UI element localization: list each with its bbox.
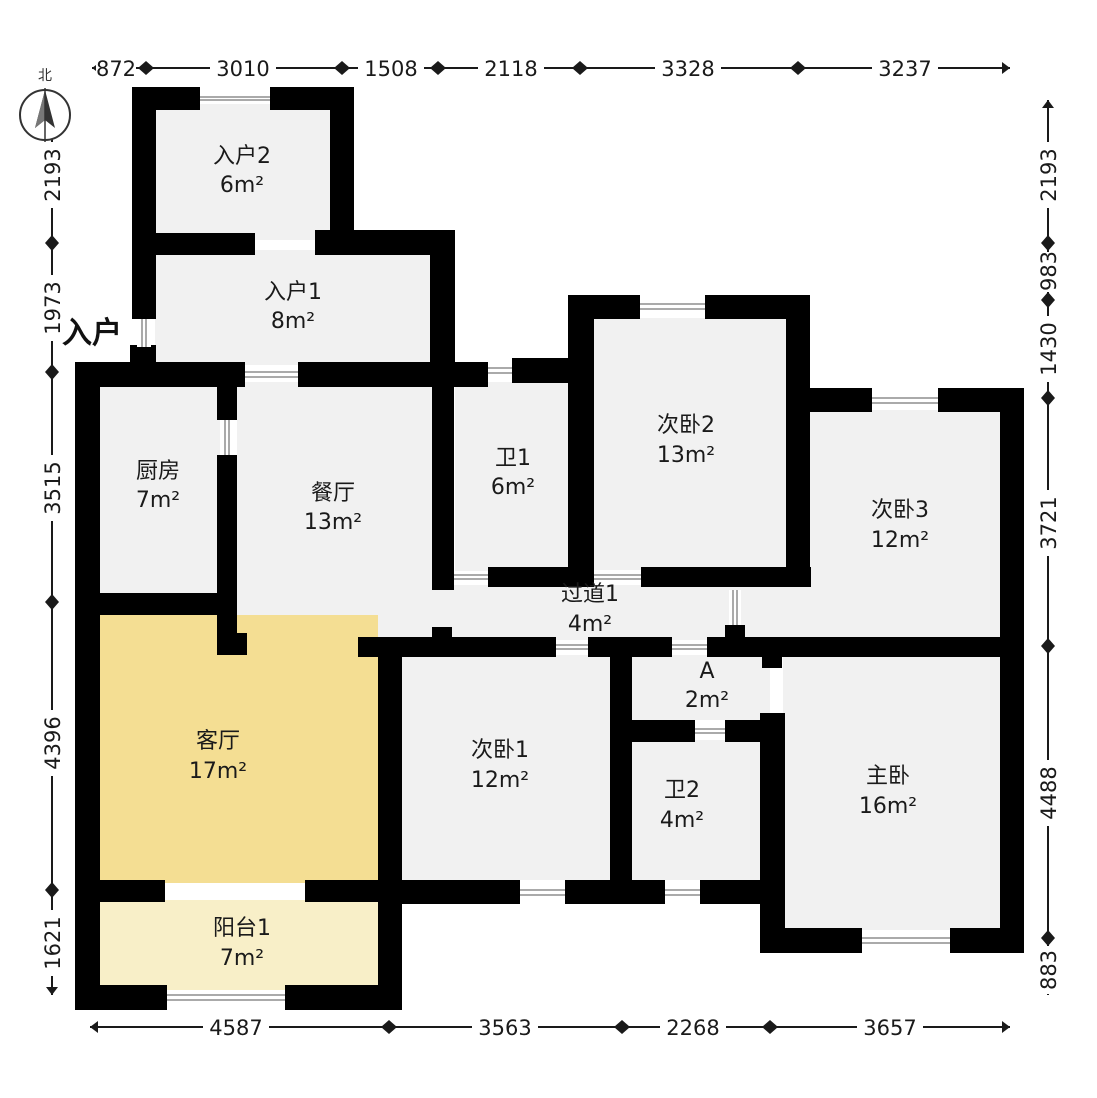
window-bedroom-1 xyxy=(520,886,565,899)
room-area-bedroom-1: 12m² xyxy=(471,768,529,793)
dim-right-5: 883 xyxy=(1037,950,1061,990)
floor-entry-2 xyxy=(155,100,330,240)
dim-right-4: 4488 xyxy=(1037,766,1061,819)
room-name-bedroom-3: 次卧3 xyxy=(871,498,929,523)
window-bedroom-3 xyxy=(872,394,938,407)
room-area-entry-1: 8m² xyxy=(271,309,315,334)
walls xyxy=(75,87,1024,1010)
floor-master xyxy=(783,655,1000,930)
dim-bottom-1: 3563 xyxy=(478,1016,531,1040)
dimensions-right: 2193 983 1430 3721 4488 883 xyxy=(1036,142,1061,994)
floor-kitchen xyxy=(100,382,220,597)
window-balcony xyxy=(167,991,285,1004)
dim-left-2: 3515 xyxy=(41,461,65,514)
room-area-living: 17m² xyxy=(189,759,247,784)
room-area-area-a: 2m² xyxy=(685,688,729,713)
floor-bath-1 xyxy=(455,382,570,572)
dim-top-4: 3328 xyxy=(661,57,714,81)
floor-bedroom-1 xyxy=(400,655,610,880)
door-area-a xyxy=(672,641,707,653)
door-bath-2 xyxy=(695,725,725,737)
north-arrow-icon xyxy=(19,88,71,142)
north-label: 北 xyxy=(38,68,52,84)
dimensions-bottom: 4587 3563 2268 3657 xyxy=(203,1015,923,1040)
dimensions-top: 872 3010 1508 2118 3328 3237 xyxy=(96,56,938,81)
floor-dining xyxy=(237,382,437,650)
room-area-kitchen: 7m² xyxy=(136,488,180,513)
dim-top-5: 3237 xyxy=(878,57,931,81)
floor-balcony xyxy=(100,900,378,990)
room-name-master: 主卧 xyxy=(866,764,910,789)
room-area-entry-2: 6m² xyxy=(220,173,264,198)
room-area-bath-1: 6m² xyxy=(491,475,535,500)
room-name-living: 客厅 xyxy=(196,729,240,754)
window-entry-2 xyxy=(200,93,270,104)
floor-bedroom-3 xyxy=(810,410,1000,638)
dim-bottom-2: 2268 xyxy=(666,1016,719,1040)
room-name-entry-2: 入户2 xyxy=(213,144,271,169)
floor-bath-2 xyxy=(630,740,760,880)
window-kitchen-dining xyxy=(221,420,233,455)
room-name-bath-2: 卫2 xyxy=(664,778,700,803)
room-name-corridor: 过道1 xyxy=(561,582,619,607)
room-area-balcony: 7m² xyxy=(220,946,264,971)
room-area-corridor: 4m² xyxy=(568,612,612,637)
room-name-kitchen: 厨房 xyxy=(136,459,180,484)
room-area-master: 16m² xyxy=(859,794,917,819)
room-name-bedroom-2: 次卧2 xyxy=(657,413,715,438)
dim-right-1: 983 xyxy=(1037,251,1061,291)
room-area-dining: 13m² xyxy=(304,510,362,535)
dim-right-2: 1430 xyxy=(1037,322,1061,375)
dim-top-3: 2118 xyxy=(484,57,537,81)
room-area-bedroom-2: 13m² xyxy=(657,443,715,468)
room-name-area-a: A xyxy=(699,659,714,684)
room-area-bedroom-3: 12m² xyxy=(871,528,929,553)
dim-bottom-0: 4587 xyxy=(209,1016,262,1040)
window-dining-top xyxy=(245,368,298,381)
entry-label: 入户 xyxy=(62,316,122,351)
room-name-bedroom-1: 次卧1 xyxy=(471,738,529,763)
dim-right-0: 2193 xyxy=(1037,148,1061,201)
dimensions-left: 2193 1973 3515 4396 1621 xyxy=(40,142,65,976)
room-name-entry-1: 入户1 xyxy=(264,280,322,305)
floor-entry-1 xyxy=(155,250,435,365)
window-bath-1 xyxy=(488,364,512,377)
floor-living xyxy=(100,615,378,883)
door-bath-1 xyxy=(454,571,488,583)
window-bedroom-2 xyxy=(640,300,705,313)
door-bedroom-2 xyxy=(594,571,641,583)
dim-left-1: 1973 xyxy=(41,281,65,334)
windows xyxy=(137,93,950,1004)
room-name-bath-1: 卫1 xyxy=(495,446,531,471)
window-entry-door xyxy=(137,319,151,347)
dim-left-3: 4396 xyxy=(41,716,65,769)
room-labels: 入户2 6m² 入户1 8m² 厨房 7m² 餐厅 13m² 卫1 6m² 次卧… xyxy=(136,144,929,971)
floor-bedroom-2 xyxy=(593,318,788,570)
floor-corridor xyxy=(437,585,812,640)
dim-left-4: 1621 xyxy=(41,916,65,969)
dim-top-2: 1508 xyxy=(364,57,417,81)
room-area-bath-2: 4m² xyxy=(660,808,704,833)
dim-top-1: 3010 xyxy=(216,57,269,81)
window-master xyxy=(862,934,950,947)
door-bedroom-1 xyxy=(556,641,588,653)
floors xyxy=(100,100,1000,990)
dim-top-0: 872 xyxy=(96,57,136,81)
room-name-balcony: 阳台1 xyxy=(213,916,271,941)
dim-right-3: 3721 xyxy=(1037,496,1061,549)
room-name-dining: 餐厅 xyxy=(311,481,355,506)
door-bedroom-3 xyxy=(729,590,741,625)
dim-left-0: 2193 xyxy=(41,148,65,201)
floor-area-a xyxy=(630,655,770,720)
window-bath-2 xyxy=(665,886,700,899)
dim-bottom-3: 3657 xyxy=(863,1016,916,1040)
